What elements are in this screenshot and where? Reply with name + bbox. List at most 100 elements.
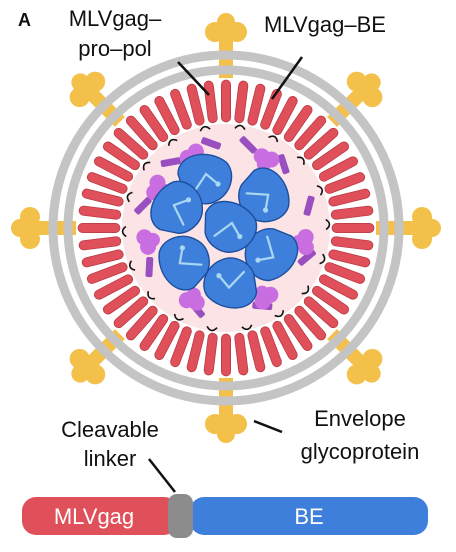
cleavable-linker-segment	[168, 494, 193, 538]
purple-linker	[297, 249, 316, 266]
deaminase-blob	[254, 285, 279, 310]
label-gag-be: MLVgag–BE	[264, 12, 386, 37]
glycoprotein-spike	[69, 329, 125, 385]
gag-block	[125, 115, 158, 151]
gag-capsid-ring	[77, 79, 375, 377]
linker-arc	[199, 125, 211, 132]
gag-block	[330, 205, 374, 220]
gag-block	[324, 172, 366, 194]
cas9-rnp	[150, 180, 204, 235]
linker-arc	[128, 260, 136, 271]
gag-block	[318, 156, 358, 182]
deaminase-blob	[253, 148, 280, 172]
glycoprotein-spike	[327, 71, 383, 127]
gag-block	[331, 223, 375, 233]
purple-linker	[134, 197, 152, 215]
panel-letter: A	[18, 10, 31, 30]
gag-block	[283, 314, 313, 352]
gag-block	[272, 96, 298, 136]
guide-rna	[217, 270, 246, 290]
purple-linker	[145, 256, 154, 278]
cas9-rnp	[204, 200, 258, 253]
gag-block	[294, 305, 327, 341]
deaminase-blob	[136, 229, 160, 255]
guide-rna	[256, 235, 275, 262]
linker-arc	[206, 325, 218, 332]
guide-rna	[172, 198, 190, 226]
gag-block	[272, 320, 298, 360]
label-cleavable-line1: Cleavable	[61, 417, 159, 442]
gag-block	[78, 236, 122, 251]
gag-pro-pol-leader	[177, 61, 210, 96]
cas9-rnp	[158, 235, 210, 291]
linker-arc	[126, 191, 133, 203]
gag-block	[324, 262, 366, 284]
gag-block	[328, 249, 371, 268]
gag-block	[102, 141, 140, 171]
envelope-leader	[253, 419, 283, 434]
gag-block	[203, 332, 218, 376]
gag-block	[94, 156, 134, 182]
guide-rna	[178, 246, 203, 266]
linker-arc	[234, 124, 246, 131]
gag-block	[77, 223, 121, 233]
linker-arc	[173, 313, 184, 321]
purple-linker	[160, 157, 181, 167]
gag-block	[186, 330, 205, 373]
gag-block	[125, 305, 158, 341]
gag-block	[234, 80, 249, 124]
gag-block	[247, 83, 266, 126]
gag-block	[221, 79, 231, 123]
linker-arc	[316, 185, 324, 196]
gag-block	[154, 320, 180, 360]
linker-arc	[325, 218, 331, 231]
linker-arc	[268, 135, 279, 143]
purple-linker	[201, 137, 222, 150]
purple-linker	[239, 136, 257, 154]
linker-arc	[241, 324, 253, 331]
guide-rna	[245, 192, 270, 212]
gag-block	[94, 274, 134, 300]
gag-block	[113, 127, 149, 160]
gag-be-leader	[270, 56, 304, 100]
gag-block	[170, 326, 192, 368]
label-envelope-line2: glycoprotein	[301, 439, 420, 464]
gag-block	[154, 96, 180, 136]
gag-block	[203, 80, 218, 124]
gag-block	[170, 88, 192, 130]
gag-block	[234, 332, 249, 376]
gag-block	[221, 333, 231, 377]
glycoprotein-spike	[327, 329, 383, 385]
linker-arc	[147, 291, 156, 300]
fusion-construct-bar: MLVgag BE	[22, 494, 428, 538]
label-gag-pro-pol-line1: MLVgag–	[69, 6, 162, 31]
gag-block	[312, 141, 350, 171]
label-gag-pro-pol-line2: pro–pol	[78, 36, 151, 61]
gag-block	[139, 104, 169, 142]
linker-arc	[301, 285, 310, 295]
bar-label-mlvgag: MLVgag	[54, 504, 134, 529]
gag-block	[86, 262, 128, 284]
gag-block	[283, 104, 313, 142]
gag-block	[86, 172, 128, 194]
linker-arc	[274, 310, 285, 318]
linker-arc	[121, 225, 127, 238]
cas9-rnp	[203, 257, 258, 309]
lipid-membrane	[48, 50, 404, 406]
gag-block	[303, 296, 339, 329]
label-envelope-line1: Envelope	[314, 406, 406, 431]
gag-block	[139, 314, 169, 352]
guide-rna	[213, 221, 241, 238]
gag-block	[294, 115, 327, 151]
gag-block	[81, 249, 124, 268]
glycoprotein-spike	[69, 71, 125, 127]
linker-leader	[148, 458, 176, 493]
gag-block	[312, 285, 350, 315]
linker-arc	[167, 138, 178, 146]
be-segment	[190, 497, 428, 535]
gag-block	[102, 285, 140, 315]
gag-block	[303, 127, 339, 160]
glycoprotein-spike	[205, 13, 247, 78]
cas9-rnp-cluster	[150, 153, 299, 309]
